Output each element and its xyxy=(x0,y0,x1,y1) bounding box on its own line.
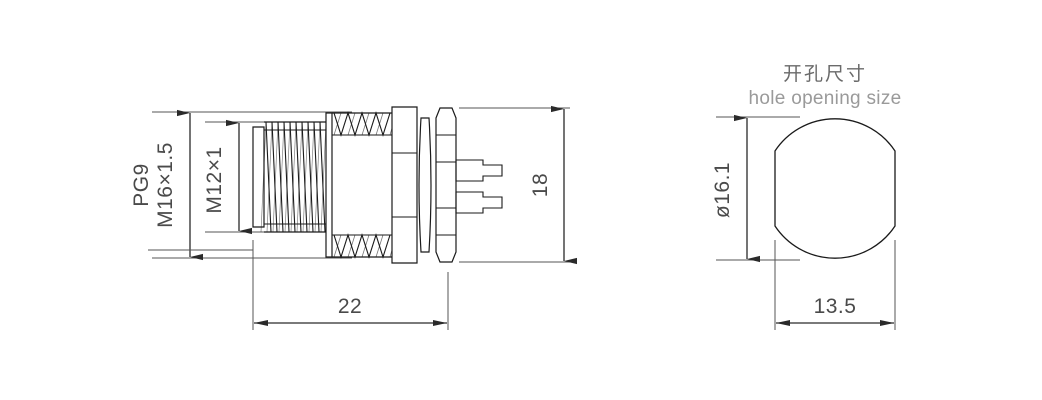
m12-thread-helix-lines-back xyxy=(260,121,327,233)
dimension-hole-diameter: ø16.1 xyxy=(711,114,760,263)
washer-ring xyxy=(418,117,432,253)
pg9-thread-zigzag-bottom xyxy=(333,233,391,259)
terminal-pin-upper xyxy=(455,159,503,182)
hole-title-chinese: 开孔尺寸 xyxy=(783,63,867,85)
hole-opening-view: 开孔尺寸 hole opening size ø16.1 13.5 xyxy=(711,63,902,330)
hex-nut xyxy=(435,107,457,263)
connector-side-view: PG9 M16×1.5 M12×1 xyxy=(130,105,577,330)
dimension-inner-diameter: M12×1 xyxy=(203,119,252,235)
m12-thread-helix-lines xyxy=(265,121,326,233)
label-length: 22 xyxy=(338,295,362,318)
label-thread-outer-line2: M16×1.5 xyxy=(154,142,177,228)
front-collar xyxy=(252,126,265,228)
label-thread-inner: M12×1 xyxy=(203,146,226,213)
terminal-pin-lower xyxy=(455,191,503,214)
pg9-thread-zigzag-bottom-back xyxy=(333,234,393,258)
extension-lines-length xyxy=(148,240,449,330)
extension-lines-hole-width xyxy=(774,240,896,330)
pg9-thread-zigzag-top xyxy=(333,111,391,137)
pg9-thread-zigzag-top-back xyxy=(333,112,393,136)
label-height: 18 xyxy=(529,173,552,197)
hole-title-english: hole opening size xyxy=(749,88,902,109)
label-thread-outer-line1: PG9 xyxy=(130,163,153,207)
flange-block xyxy=(391,106,418,264)
dimension-height-18: 18 xyxy=(529,105,577,265)
label-hole-width: 13.5 xyxy=(814,295,857,318)
dimension-outer-diameter: PG9 M16×1.5 xyxy=(130,109,203,261)
label-hole-diameter: ø16.1 xyxy=(711,162,734,218)
dimension-length-22: 22 xyxy=(254,295,447,326)
hole-outline xyxy=(774,118,896,259)
connector-body-geometry xyxy=(252,106,503,264)
dimension-hole-width: 13.5 xyxy=(776,295,894,326)
